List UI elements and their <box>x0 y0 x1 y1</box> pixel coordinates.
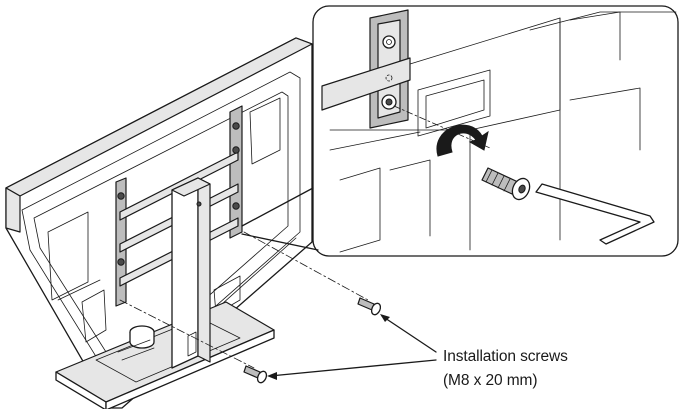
stand-column-and-base <box>55 177 275 409</box>
inset-frame <box>312 5 679 257</box>
rotation-arrow-icon <box>436 124 489 157</box>
detail-inset <box>241 5 679 257</box>
inset-detail-drawing <box>321 9 677 253</box>
screw-icon <box>481 167 531 201</box>
hex-key-icon <box>535 183 655 245</box>
callout-label-screws: Installation screws <box>443 348 568 365</box>
installation-screws <box>119 231 437 384</box>
screw-lower-icon <box>243 365 268 384</box>
callout-label-size: (M8 x 20 mm) <box>443 372 538 389</box>
screw-upper-icon <box>357 297 382 316</box>
